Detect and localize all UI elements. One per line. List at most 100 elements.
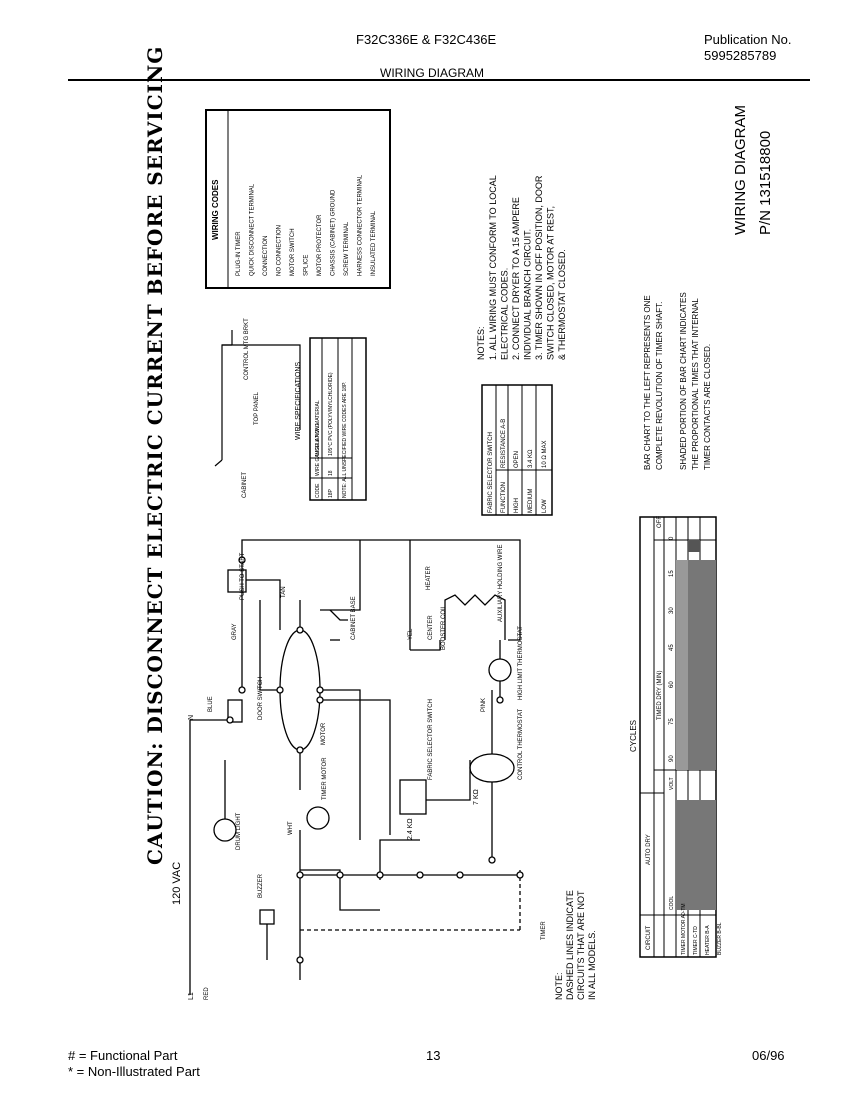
wire-spec-cell: 18 [328,470,334,476]
fabric-cell: 3.4 KΩ [528,449,534,468]
bar-chart-note-line: TIMER CONTACTS ARE CLOSED. [703,344,712,470]
l1-label: L1 [188,992,195,1000]
note-line: INDIVIDUAL BRANCH CIRCUIT. [523,229,533,360]
terminal-connector [296,871,304,879]
vac-label: 120 VAC [171,862,183,905]
pink-wire-label: PINK [481,698,487,712]
door-switch-label: DOOR SWITCH [258,677,264,720]
wire-spec-cell: 105°C PVC (POLYVINYLCHLORIDE) [328,372,334,456]
ground-label-control-brkt: CONTROL MTG BRKT [244,318,250,380]
wire-spec-header: WIRE GAUGE & A.W.G. [315,422,321,476]
wiring-code-item: CONNECTION [263,236,269,276]
footer-non-illustrated: * = Non-Illustrated Part [68,1064,200,1079]
note-line: 3. TIMER SHOWN IN OFF POSITION, DOOR [534,175,544,360]
terminal-connector [336,871,344,879]
booster-coil-label: BOOSTER COIL [441,604,447,650]
cycles-title: CYCLES [629,720,638,752]
terminal-connector [456,871,464,879]
cycles-circuit-row: HEATER B-A [705,925,711,955]
terminal-connector [296,956,304,964]
cycles-volt-mark: VOLT [669,777,675,790]
dashed-note-line: NOTE: [554,972,564,1000]
fabric-cell: OPEN [514,451,520,468]
footer-functional: # = Functional Part [68,1048,178,1063]
note-line: & THERMOSTAT CLOSED. [557,249,567,360]
terminal-connector [296,746,304,754]
terminal-connector [238,556,246,564]
wht-wire-label: WHT [288,821,294,835]
terminal-connector [516,871,524,879]
fabric-cell: MEDIUM [528,489,534,513]
note-line: 2. CONNECT DRYER TO A 15 AMPERE [511,197,521,360]
high-limit-thermostat-label: HIGH LIMIT THERMOSTAT [518,626,524,700]
note-line: SWITCH CLOSED, MOTOR AT REST, [546,206,556,360]
ground-label-cabinet: CABINET [242,472,248,498]
terminal-connector [496,696,504,704]
note-line: ELECTRICAL CODES. [500,268,510,360]
section-title: WIRING DIAGRAM [380,66,484,80]
cycles-circuit-row: BUZZER B-BL [717,922,723,955]
cycles-minute-tick: 90 [669,755,675,762]
footer-date: 06/96 [752,1048,785,1063]
red-wire-label: RED [204,987,210,1000]
wire-spec-note: NOTE: ALL UNSPECIFIED WIRE CODES ARE 18P… [342,382,348,498]
wiring-code-item: SCREW TERMINAL [344,221,350,276]
terminal-connector [376,871,384,879]
publication-number: 5995285789 [704,48,777,63]
heater-label: HEATER [426,565,432,590]
resistor2-label: 7 KΩ [473,789,480,805]
bar-chart-note-line: SHADED PORTION OF BAR CHART INDICATES [679,292,688,470]
cycles-minute-tick: 45 [669,644,675,651]
dashed-note-line: DASHED LINES INDICATE [565,890,575,1000]
cycles-minute-tick: 60 [669,681,675,688]
wire-spec-title: WIRE SPECIFICATIONS [295,362,302,440]
dashed-note-line: IN ALL MODELS. [587,930,597,1000]
fabric-selector-title: FABRIC SELECTOR SWITCH [488,432,494,513]
control-thermostat-label: CONTROL THERMOSTAT [518,709,524,780]
fabric-selector-switch-label: FABRIC SELECTOR SWITCH [428,699,434,780]
wiring-code-item: NO CONNECTION [277,225,283,276]
terminal-connector [488,856,496,864]
cycles-off-label: OFF [657,516,663,528]
gray-wire-label: GRAY [232,623,238,640]
drum-light-label: DRUM LIGHT [236,812,242,850]
push-to-start-label: PUSH TO START [240,552,246,600]
fabric-header: RESISTANCE A-B [501,419,507,468]
terminal-connector [416,871,424,879]
auxiliary-holding-wire-label: AUXILIARY HOLDING WIRE [498,545,504,622]
yel-wire-label: YEL [408,628,414,640]
n-label: N [188,715,195,720]
wiring-code-item: CHASSIS (CABINET) GROUND [331,189,337,276]
timer-motor-label: TIMER MOTOR [322,757,328,800]
header-rule [68,79,810,81]
buzzer-label: BUZZER [258,873,264,898]
dashed-note-line: CIRCUITS THAT ARE NOT [576,890,586,1000]
bar-chart-note-line: COMPLETE REVOLUTION OF TIMER SHAFT. [655,302,664,470]
diagram-id-title: WIRING DIAGRAM [732,105,749,235]
cycles-cool-mark: COOL [669,896,675,910]
bar-chart-note-line: BAR CHART TO THE LEFT REPRESENTS ONE [643,295,652,470]
center-label: CENTER [428,615,434,640]
notes-title: NOTES: [476,326,486,360]
terminal-connector [238,686,246,694]
cycles-minute-tick: 75 [669,718,675,725]
caution-text: CAUTION: DISCONNECT ELECTRIC CURRENT BEF… [143,46,167,865]
cycles-timed-dry: TIMED DRY (MIN) [657,671,663,720]
wiring-code-item: PLUG-IN TIMER [236,231,242,276]
cycles-minute-tick: 30 [669,607,675,614]
fabric-cell: HIGH [514,498,520,513]
terminal-connector [316,686,324,694]
motor-label: MOTOR [321,722,327,745]
timer-label: TIMER [541,921,547,940]
cycles-minute-tick: 0 [669,536,675,540]
terminal-connector [316,696,324,704]
